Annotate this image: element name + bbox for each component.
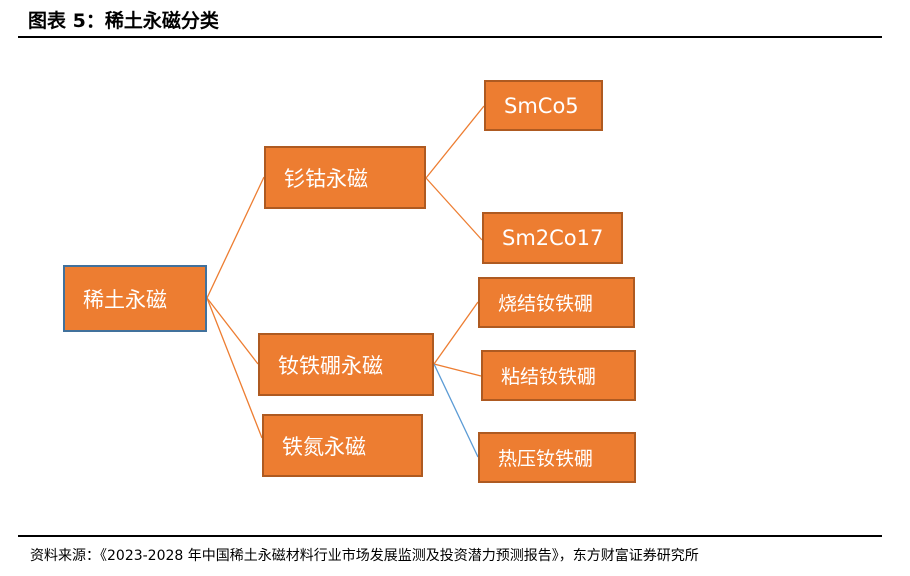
footer-divider [18, 535, 882, 537]
connector-root-smco [206, 176, 265, 299]
node-sm2co17: Sm2Co17 [482, 212, 623, 264]
figure-title: 图表 5：稀土永磁分类 [28, 10, 219, 32]
node-root: 稀土永磁 [63, 265, 207, 332]
source-note: 资料来源：《2023-2028 年中国稀土永磁材料行业市场发展监测及投资潜力预测… [30, 548, 699, 564]
connector-root-ndfeb [206, 297, 259, 365]
node-hotpressed-ndfeb: 热压钕铁硼 [478, 432, 636, 483]
node-bonded-ndfeb: 粘结钕铁硼 [481, 350, 636, 401]
node-ndfeb: 钕铁硼永磁 [258, 333, 434, 396]
connector-ndfeb-hotpressed [433, 363, 479, 458]
title-divider [18, 36, 882, 38]
node-smco: 钐钴永磁 [264, 146, 426, 209]
node-fen: 铁氮永磁 [262, 414, 423, 477]
connector-ndfeb-bonded [433, 363, 482, 377]
connector-smco-sm2co17 [425, 177, 483, 241]
node-smco5: SmCo5 [484, 80, 603, 131]
connector-root-fen [206, 297, 263, 439]
connector-ndfeb-sintered [433, 301, 479, 365]
connector-smco-smco5 [425, 105, 485, 179]
node-sintered-ndfeb: 烧结钕铁硼 [478, 277, 635, 328]
